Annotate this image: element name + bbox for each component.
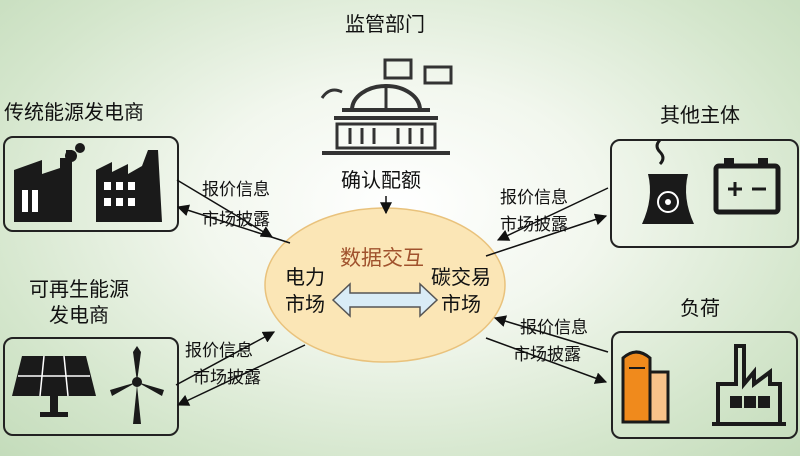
edge-label-disclosure-br: 市场披露	[513, 345, 581, 365]
carbon-market-label-line2: 市场	[441, 292, 481, 316]
edge-label-disclosure-tl: 市场披露	[202, 210, 270, 230]
solar-panel-icon	[12, 355, 96, 417]
other-entities-label: 其他主体	[660, 103, 740, 127]
cooling-tower-icon	[642, 138, 694, 224]
factory-icon	[14, 143, 162, 222]
edge-label-quote-br: 报价信息	[520, 318, 588, 338]
building-load-icon	[621, 350, 670, 424]
regulator-building-icon	[320, 58, 453, 155]
data-exchange-title: 数据交互	[340, 246, 424, 270]
wind-turbine-icon	[110, 346, 164, 424]
power-market-label-line1: 电力	[285, 265, 325, 289]
renewable-generator-box	[3, 337, 179, 436]
other-entities-box	[610, 139, 799, 248]
edge-label-quote-tr: 报价信息	[500, 188, 568, 208]
edge-label-quote-bl: 报价信息	[185, 341, 253, 361]
renewable-generator-label-line1: 可再生能源	[29, 277, 129, 301]
traditional-generator-box	[3, 136, 179, 232]
edge-label-disclosure-bl: 市场披露	[193, 368, 261, 388]
confirm-quota-label: 确认配额	[341, 168, 421, 192]
edge-label-disclosure-tr: 市场披露	[500, 215, 568, 235]
battery-icon	[713, 158, 781, 215]
load-label: 负荷	[680, 296, 720, 320]
load-box	[611, 331, 798, 439]
edge-label-quote-tl: 报价信息	[202, 180, 270, 200]
factory-load-icon	[712, 344, 786, 426]
carbon-market-label-line1: 碳交易	[431, 265, 491, 289]
renewable-generator-label-line2: 发电商	[49, 303, 109, 327]
regulator-label: 监管部门	[345, 12, 425, 36]
power-carbon-double-arrow	[331, 282, 439, 318]
traditional-generator-label: 传统能源发电商	[4, 100, 144, 124]
power-market-label-line2: 市场	[285, 292, 325, 316]
